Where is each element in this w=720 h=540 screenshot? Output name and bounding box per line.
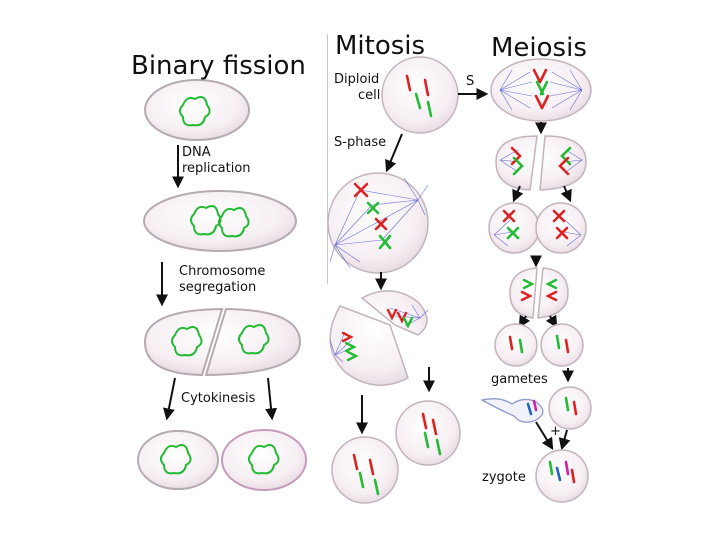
gametes-label: gametes	[491, 372, 548, 387]
column-divider	[327, 34, 328, 284]
meiosis-prophase-chromosomes	[532, 68, 550, 110]
meiosis-second-division-chromosomes	[520, 278, 558, 302]
arrow-fertilization-sperm	[535, 421, 554, 451]
cytokinesis-label: Cytokinesis	[181, 391, 256, 406]
diploid-cell-label: Diploid cell	[334, 72, 380, 104]
arrow-fertilization-egg	[558, 429, 571, 451]
mitosis-metaphase-cell	[327, 172, 429, 274]
arrow-s-phase	[385, 133, 403, 173]
zygote-cell	[535, 449, 589, 503]
dna-replication-line1: DNA	[182, 145, 211, 160]
meiosis-gamete-chromosomes	[508, 334, 570, 354]
mitosis-title: Mitosis	[335, 31, 426, 61]
binary-fission-title: Binary fission	[131, 51, 306, 81]
bacterial-dna-1	[179, 96, 211, 127]
chromosome-segregation-label: Chromosome segregation	[179, 264, 265, 296]
mitosis-daughter-right-chromosomes	[421, 412, 442, 456]
bacterial-dna-2a	[190, 205, 222, 236]
mitosis-daughter-left-chromosomes	[352, 453, 380, 496]
arrow-meiosis-2a	[512, 185, 524, 203]
meiosis-secondary-spindles	[493, 219, 582, 247]
meiosis-prophase-spindle	[499, 69, 583, 111]
dna-replication-label: DNA replication	[182, 145, 251, 177]
mitosis-column	[327, 56, 461, 504]
meiosis-gamete-right	[540, 323, 584, 367]
mitosis-spindle	[329, 177, 429, 269]
egg-cell	[548, 386, 592, 430]
arrow-cytokinesis-left	[162, 377, 176, 421]
bacterial-dna-4b	[248, 444, 280, 475]
zygote-chromosomes	[548, 460, 576, 484]
binary-fission-column	[137, 79, 307, 491]
bacterial-dna-3b	[238, 324, 270, 355]
mitosis-diploid-chromosomes	[405, 74, 433, 118]
dna-replication-line2: replication	[182, 161, 251, 176]
arrow-meiosis-2b	[560, 185, 572, 203]
meiosis-title: Meiosis	[491, 33, 587, 63]
zygote-label: zygote	[482, 470, 526, 485]
plus-label: +	[550, 424, 561, 439]
bacterial-dna-4a	[160, 444, 192, 475]
meiosis-second-division-cell	[509, 267, 569, 319]
meiosis-first-division-cell	[495, 135, 587, 191]
meiosis-column	[458, 58, 592, 503]
arrow-cytokinesis-right	[265, 377, 278, 421]
daughter-bacterium-left	[137, 430, 219, 490]
daughter-bacterium-right	[221, 429, 307, 491]
meiosis-gamete-left	[494, 323, 538, 367]
meiosis-secondary-chromosomes	[502, 209, 569, 240]
diploid-line1: Diploid	[334, 72, 380, 87]
bacterial-dna-3a	[171, 326, 203, 357]
arrow-meiosis-4b	[545, 314, 558, 329]
bacterial-dna-2b	[218, 207, 250, 238]
bacterium-cell-1	[144, 79, 250, 141]
bacterium-dividing-cell	[143, 307, 302, 377]
diploid-line2: cell	[358, 88, 381, 103]
chromosome-segregation-line2: segregation	[179, 280, 257, 295]
chromosome-segregation-line1: Chromosome	[179, 264, 266, 279]
meiosis-first-division-chromosomes	[510, 146, 572, 176]
mitosis-dividing-cell	[329, 290, 428, 386]
mitosis-daughter-cell-left	[331, 436, 399, 504]
mitosis-daughter-cell-right	[395, 400, 461, 466]
mitosis-metaphase-chromosomes	[353, 182, 392, 250]
s-phase-label: S-phase	[334, 135, 387, 150]
meiosis-secondary-cell-right	[535, 202, 587, 254]
sperm-chromosomes	[526, 399, 538, 416]
mitosis-anaphase-chromosomes	[341, 308, 414, 362]
s-label: S	[466, 74, 475, 89]
mitosis-diploid-cell	[381, 56, 459, 134]
egg-chromosomes	[564, 396, 578, 416]
